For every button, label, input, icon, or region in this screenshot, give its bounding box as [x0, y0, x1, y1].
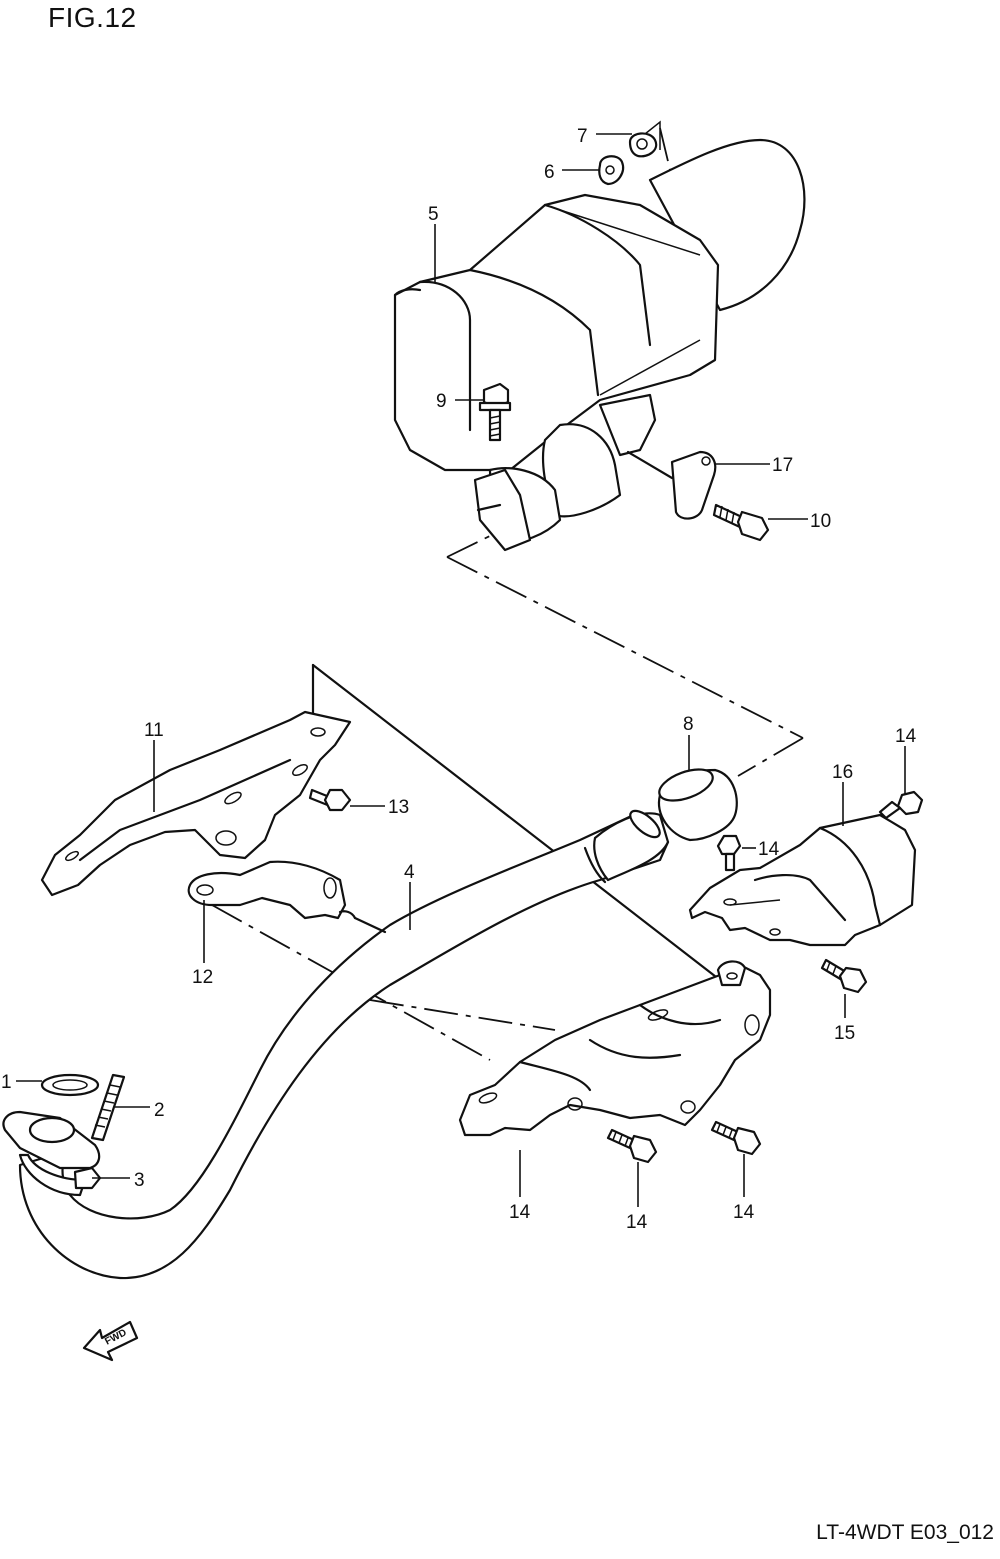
bolt-10 [712, 503, 770, 542]
exhaust-flange [2, 1110, 101, 1197]
bolt-15 [820, 958, 868, 994]
alignment-lines [211, 120, 804, 1061]
reference-code: LT-4WDT E03_012 [816, 1521, 994, 1544]
callout-14-d: 14 [626, 1212, 648, 1233]
callout-17: 17 [772, 455, 793, 476]
callout-5: 5 [428, 204, 439, 225]
bolt-14-a [308, 788, 352, 812]
fwd-arrow-icon: FWD [82, 1320, 139, 1362]
cover-16 [688, 813, 917, 947]
bolt-9 [478, 382, 512, 442]
callout-10: 10 [810, 511, 831, 532]
callout-7: 7 [577, 126, 588, 147]
bolt-14-b [878, 790, 924, 820]
figure-title: FIG.12 [48, 2, 137, 33]
exhaust-pipe-4 [18, 809, 670, 1280]
callout-14-c: 14 [758, 839, 780, 860]
heat-shield-12 [458, 960, 772, 1137]
callout-11: 11 [144, 720, 164, 741]
leader-lines [16, 133, 906, 1207]
stud-2 [90, 1073, 126, 1142]
callout-14-e: 14 [733, 1202, 755, 1223]
grommet-7 [628, 132, 658, 158]
callout-8: 8 [683, 714, 694, 735]
callout-16: 16 [832, 762, 853, 783]
bolt-14-d [606, 1128, 658, 1164]
bracket-13 [187, 860, 387, 934]
callout-9: 9 [436, 391, 447, 412]
callout-4: 4 [404, 862, 415, 883]
bolt-14-c [716, 834, 742, 872]
callout-12: 14 [509, 1202, 531, 1223]
callout-labels: 7 6 5 9 17 10 11 13 8 14 16 14 4 12 15 1… [1, 126, 917, 1233]
callout-15: 15 [834, 1023, 855, 1044]
gasket-1 [40, 1073, 100, 1097]
callout-1: 1 [1, 1072, 12, 1093]
bolt-14-e [710, 1120, 762, 1156]
callout-3: 3 [134, 1170, 145, 1191]
joint-sleeve-8 [657, 768, 738, 842]
callout-6: 6 [544, 162, 555, 183]
callout-14-a: 13 [388, 797, 409, 818]
callout-13: 12 [192, 967, 213, 988]
muffler [393, 138, 806, 552]
grommet-6 [598, 155, 625, 186]
bracket-17 [626, 450, 717, 520]
nut-3 [73, 1166, 102, 1190]
callout-14-b: 14 [895, 726, 917, 747]
callout-2: 2 [154, 1100, 165, 1121]
heat-shield-11 [40, 710, 352, 897]
